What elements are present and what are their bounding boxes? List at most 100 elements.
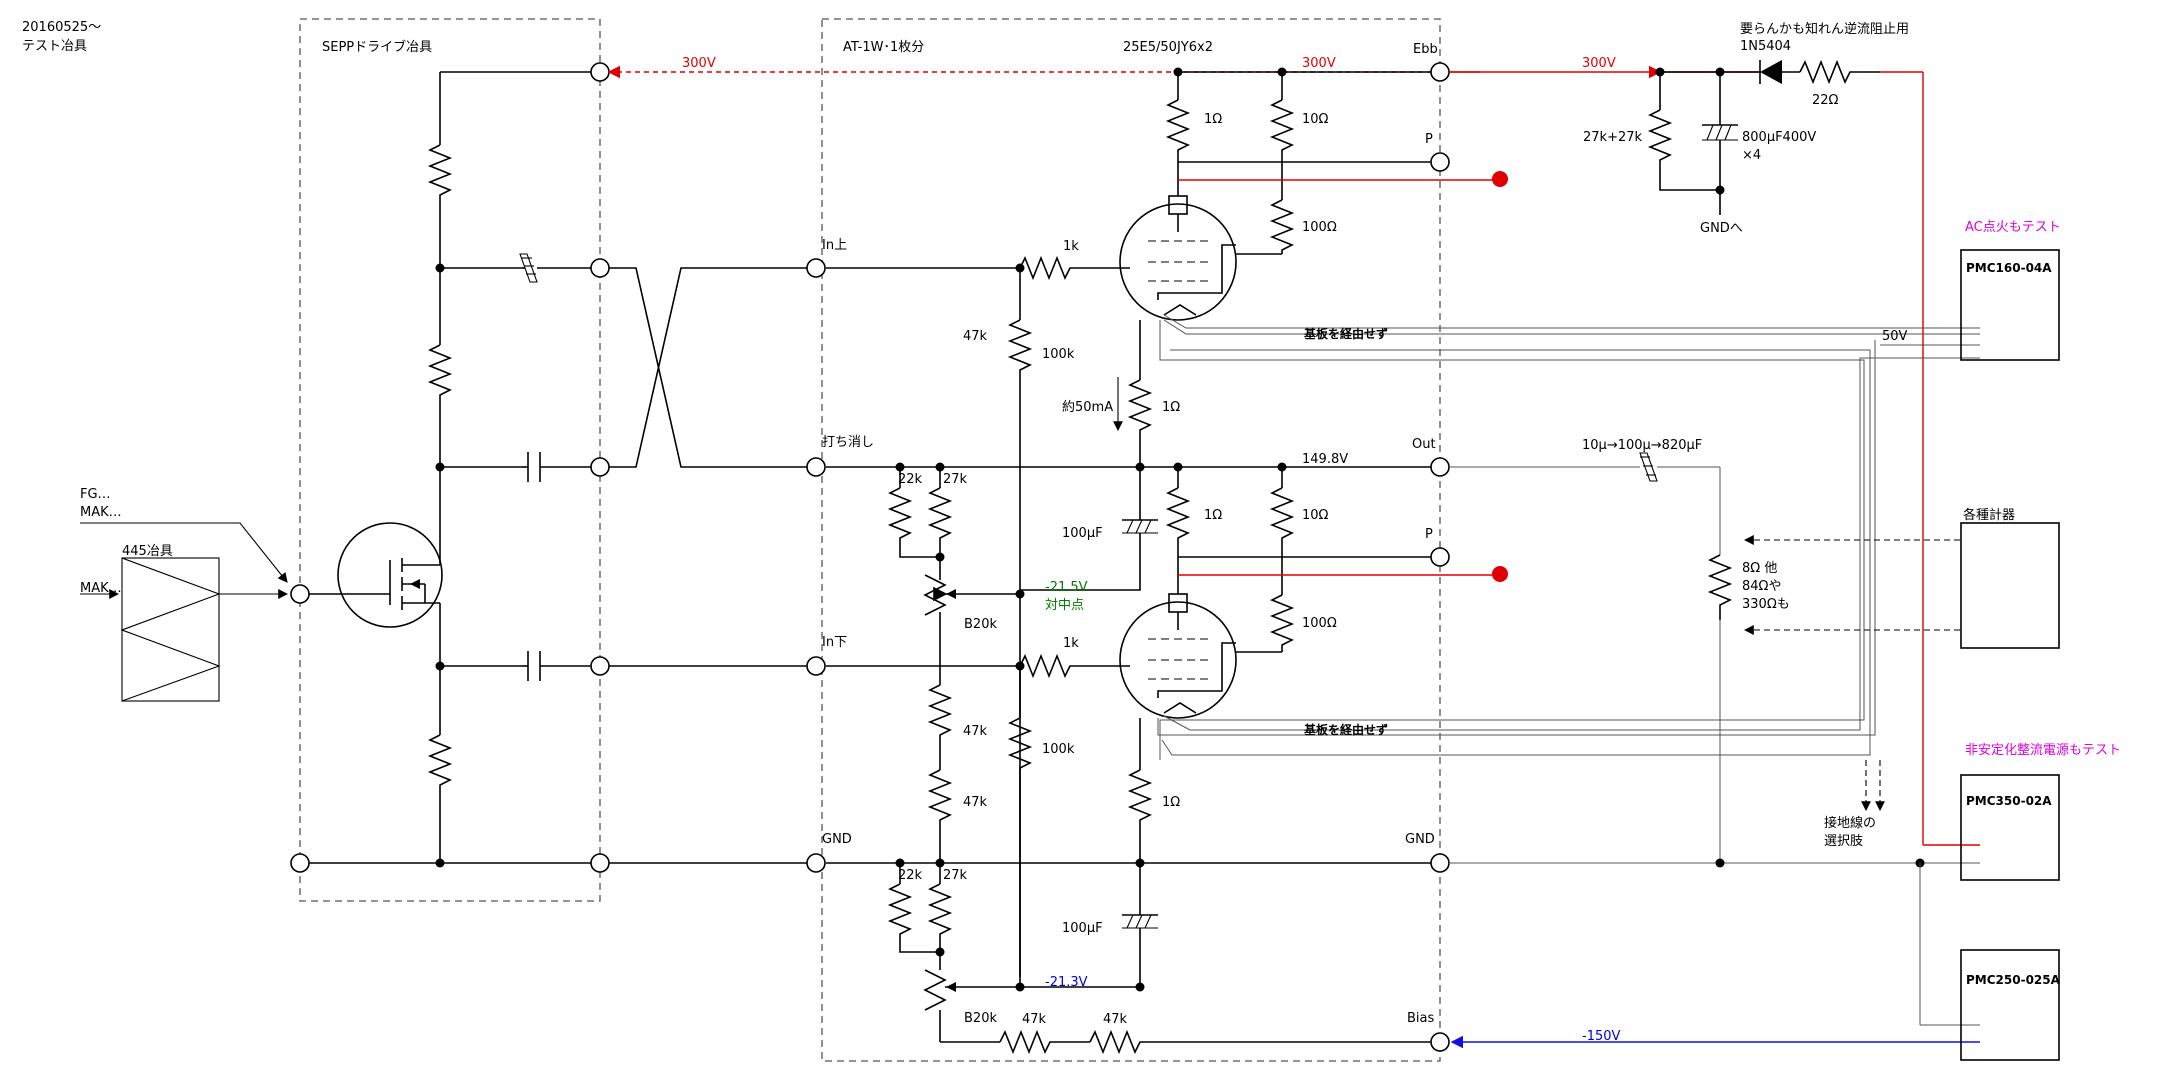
label-ac-test: AC点火もテスト [1965, 220, 2061, 235]
label-meters: 各種計器 [1963, 507, 2015, 523]
label-p-lower: P [1425, 527, 1433, 542]
label-approx-50ma: 約50mA [1062, 400, 1113, 415]
label-r22k-b: 22k [898, 868, 923, 883]
in-lower-terminal [806, 656, 826, 676]
pmc160-box [1960, 249, 2060, 361]
label-r1k-b: 1k [1063, 636, 1079, 651]
tube-type-label: 25E5/50JY6x2 [1123, 40, 1213, 55]
label-load-1: 8Ω 他 [1742, 561, 1777, 576]
label-cap-800uf: 800μF400V [1742, 130, 1816, 145]
label-p-upper: P [1425, 132, 1433, 147]
label-r100k-b: 100k [1042, 742, 1075, 757]
label-50v: 50V [1882, 329, 1908, 344]
label-bleeder: 27k+27k [1583, 130, 1643, 145]
jig-445-box [121, 557, 220, 702]
upper-tube [1119, 203, 1237, 321]
label-r27k-b: 27k [943, 868, 968, 883]
label-pmc350: PMC350-02A [1966, 794, 2052, 808]
sepp-out-upper-terminal [590, 258, 610, 278]
label-r100k-a: 100k [1042, 347, 1075, 362]
label-300v-mid: 300V [1302, 56, 1336, 71]
label-out: Out [1412, 437, 1436, 452]
gnd-left-terminal [806, 853, 826, 873]
label-r47k-a: 47k [963, 329, 988, 344]
label-r1ohm-d: 1Ω [1162, 795, 1180, 810]
label-pmc160: PMC160-04A [1966, 261, 2052, 275]
sepp-out-300v-terminal [590, 62, 610, 82]
label-pmc250: PMC250-025A [1966, 973, 2061, 987]
output-load-circuit [1449, 452, 1980, 1049]
label-b20k-a: B20k [964, 617, 997, 632]
hv-supply-circuit [1448, 59, 1980, 846]
at1w-board-label: AT-1W･1枚分 [843, 40, 924, 55]
label-load-3: 330Ωも [1742, 597, 1790, 612]
label-r1ohm-a: 1Ω [1204, 112, 1222, 127]
sepp-gnd-right-terminal [590, 853, 610, 873]
sepp-out-cancel-terminal [590, 457, 610, 477]
label-output-cap: 10μ→100μ→820μF [1582, 438, 1702, 453]
jig-445-label: 445冶具 [122, 544, 173, 559]
label-b20k-b: B20k [964, 1011, 997, 1026]
sepp-jig-box [299, 18, 601, 902]
label-r47k-b: 47k [963, 724, 988, 739]
label-cap-count: ×4 [1742, 148, 1761, 163]
label-r100ohm-c: 100Ω [1302, 616, 1337, 631]
label-diode-note: 要らんかも知れん逆流阻止用 [1740, 21, 1909, 37]
label-r27k-a: 27k [943, 472, 968, 487]
label-c100uf-b: 100μF [1062, 921, 1103, 936]
lower-tube [1119, 601, 1237, 719]
in-upper-terminal [806, 258, 826, 278]
label-r47k-c: 47k [963, 795, 988, 810]
label-v-minus150: -150V [1582, 1029, 1621, 1044]
diagram-subtitle: テスト冶具 [22, 39, 87, 54]
label-r10ohm-c: 10Ω [1302, 508, 1329, 523]
cancel-terminal [806, 457, 826, 477]
gnd-right-terminal [1430, 853, 1450, 873]
ebb-terminal [1430, 62, 1450, 82]
label-load-2: 84Ωや [1742, 579, 1781, 594]
label-in-upper: In上 [822, 238, 847, 253]
label-300v-right: 300V [1582, 56, 1616, 71]
sepp-gnd-left-terminal [290, 853, 310, 873]
label-in-lower: In下 [822, 635, 847, 650]
label-ebb: Ebb [1413, 42, 1438, 57]
label-unreg-test: 非安定化整流電源もテスト [1965, 743, 2121, 758]
label-300v-left: 300V [682, 56, 716, 71]
label-v-minus21-5: -21.5V [1045, 580, 1088, 595]
pmc350-box [1960, 774, 2060, 881]
label-cancel: 打ち消し [822, 435, 874, 450]
heater-note-upper: 基板を経由せず [1303, 326, 1388, 341]
label-r100ohm-a: 100Ω [1302, 220, 1337, 235]
label-diode: 1N5404 [1740, 39, 1791, 54]
label-v-minus21-3: -21.3V [1045, 975, 1088, 990]
label-149v: 149.8V [1302, 452, 1348, 467]
label-r1k-a: 1k [1063, 239, 1079, 254]
label-gnd-left: GND [822, 832, 852, 847]
meters-box [1960, 522, 2060, 649]
diagram-date: 20160525〜 [22, 20, 101, 35]
bias-terminal [1430, 1032, 1450, 1052]
label-mak-input-1: MAK… [80, 505, 122, 520]
sepp-out-lower-terminal [590, 656, 610, 676]
label-ground-choice-1: 接地線の [1824, 815, 1876, 831]
label-r22k-a: 22k [898, 472, 923, 487]
label-fg-input: FG… [80, 487, 111, 502]
sepp-input-terminal [290, 584, 310, 604]
label-gnd-right: GND [1405, 832, 1435, 847]
at1w-board-box [821, 18, 1441, 1062]
label-ground-choice-2: 選択肢 [1824, 833, 1863, 849]
label-center-point: 対中点 [1045, 598, 1084, 613]
heater-note-lower: 基板を経由せず [1303, 722, 1388, 737]
sepp-driver-circuit [305, 71, 592, 868]
label-r47k-d: 47k [1022, 1012, 1047, 1027]
label-c100uf-a: 100μF [1062, 526, 1103, 541]
p-lower-terminal [1430, 547, 1450, 567]
board-wiring [826, 67, 1980, 1055]
out-terminal [1430, 457, 1450, 477]
label-r22ohm: 22Ω [1812, 93, 1839, 108]
label-r47k-e: 47k [1103, 1012, 1128, 1027]
label-r1ohm-b: 1Ω [1162, 400, 1180, 415]
p-upper-terminal [1430, 152, 1450, 172]
label-bias: Bias [1407, 1011, 1434, 1026]
